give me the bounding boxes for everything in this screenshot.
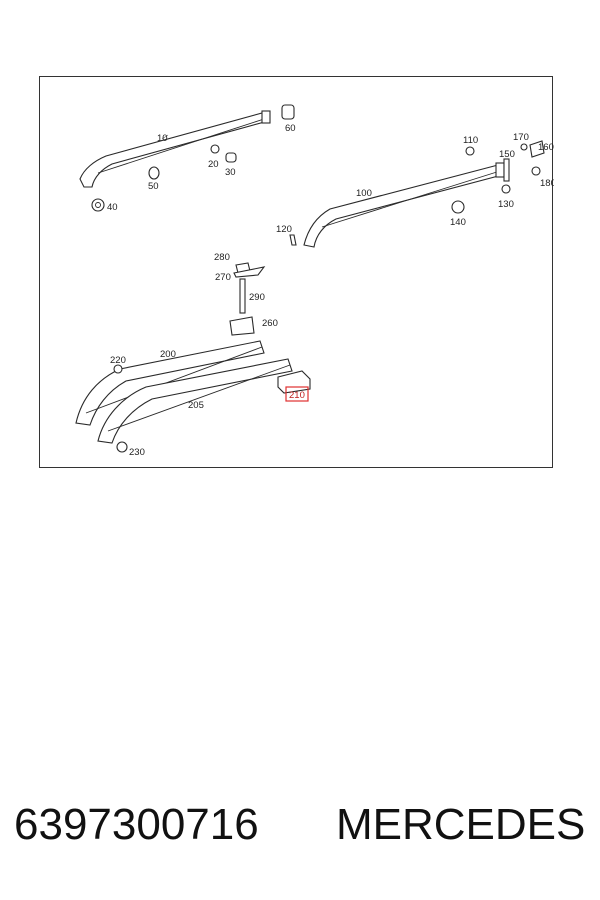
callout-50: 50 bbox=[148, 181, 159, 192]
part-60-cap bbox=[281, 104, 295, 120]
callout-130: 130 bbox=[498, 199, 514, 210]
part-number: 6397300716 bbox=[14, 800, 259, 849]
callout-170: 170 bbox=[513, 132, 529, 143]
callout-150: 150 bbox=[499, 149, 515, 160]
callout-30: 30 bbox=[225, 167, 236, 178]
callout-40: 40 bbox=[107, 202, 118, 213]
part-140-nut bbox=[451, 200, 465, 214]
part-10-rail bbox=[79, 110, 271, 188]
part-170-screw bbox=[520, 143, 528, 151]
part-50-plug bbox=[148, 166, 160, 180]
brand-name: MERCEDES bbox=[336, 800, 586, 849]
callout-230: 230 bbox=[129, 447, 145, 458]
callout-290: 290 bbox=[249, 292, 265, 303]
part-290-bolt bbox=[239, 278, 246, 314]
part-20-nut bbox=[210, 144, 220, 154]
callout-210-highlight-box bbox=[285, 386, 309, 402]
part-30-clip bbox=[225, 152, 237, 163]
callout-260: 260 bbox=[262, 318, 278, 329]
part-270-plate bbox=[233, 266, 266, 278]
callout-20: 20 bbox=[208, 159, 219, 170]
part-220-screw bbox=[113, 364, 123, 374]
callout-270: 270 bbox=[215, 272, 231, 283]
part-230-nut bbox=[116, 441, 128, 453]
callout-200: 200 bbox=[160, 349, 176, 360]
part-130-nut bbox=[501, 184, 511, 194]
callout-100: 100 bbox=[356, 188, 372, 199]
footer: 6397300716 MERCEDES bbox=[0, 800, 600, 870]
callout-160: 160 bbox=[538, 142, 554, 153]
parts-diagram-frame: 10 20 30 40 50 60 100 110 120 130 140 15… bbox=[39, 76, 554, 468]
callout-205: 205 bbox=[188, 400, 204, 411]
callout-220: 220 bbox=[110, 355, 126, 366]
part-110-nut bbox=[465, 146, 475, 156]
callout-60: 60 bbox=[285, 123, 296, 134]
callout-140: 140 bbox=[450, 217, 466, 228]
part-260-block bbox=[229, 316, 255, 336]
part-150-pin bbox=[503, 158, 510, 182]
part-200-rail bbox=[75, 340, 265, 426]
part-120-bolt bbox=[289, 234, 297, 246]
part-100-rail bbox=[303, 162, 505, 248]
part-180-nut bbox=[531, 166, 541, 176]
part-40-nut bbox=[91, 198, 105, 212]
part-160-bracket bbox=[529, 140, 545, 158]
callout-210: 210 bbox=[289, 390, 305, 401]
parts-diagram: 10 20 30 40 50 60 100 110 120 130 140 15… bbox=[75, 104, 554, 458]
callout-120: 120 bbox=[276, 224, 292, 235]
callout-10: 10 bbox=[157, 133, 168, 144]
callout-110: 110 bbox=[463, 135, 478, 146]
callout-180: 180 bbox=[540, 178, 554, 189]
part-205-rail bbox=[97, 358, 293, 444]
callout-280: 280 bbox=[214, 252, 230, 263]
